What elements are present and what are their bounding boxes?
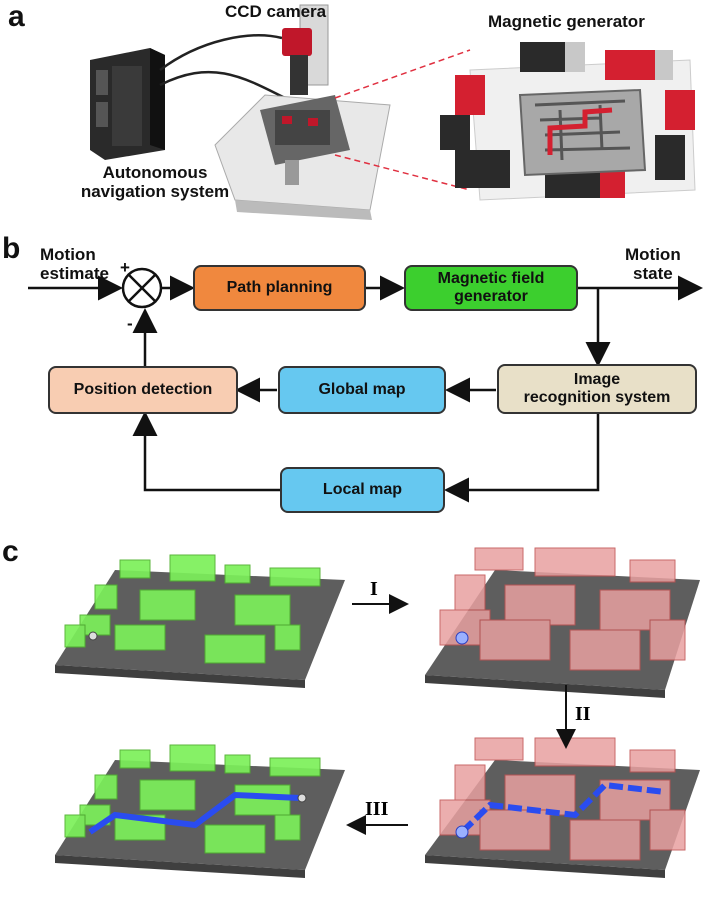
motion-estimate-label: Motion estimate — [40, 245, 109, 283]
image-rec-label-line2: recognition system — [523, 389, 671, 406]
position-detection-box: Position detection — [48, 366, 238, 414]
summing-junction — [121, 267, 163, 309]
step-label-3: III — [365, 798, 389, 820]
navigation-label-line1: Autonomous — [102, 163, 208, 182]
minus-sign: - — [127, 314, 133, 333]
navigation-label-line2: navigation system — [80, 182, 230, 201]
global-map-label: Global map — [318, 381, 406, 398]
magnetic-generator-illustration — [440, 42, 696, 201]
input-label-line2: estimate — [40, 264, 109, 283]
panel-b-letter: b — [2, 232, 21, 265]
microscope-stage — [214, 4, 391, 220]
position-detection-label: Position detection — [73, 381, 213, 398]
panel-a-letter: a — [8, 0, 25, 33]
magnetic-field-generator-box: Magnetic field generator — [404, 265, 578, 311]
panel-c-letter: c — [2, 535, 19, 568]
image-recognition-box: Image recognition system — [497, 364, 697, 414]
output-label-line2: state — [633, 264, 673, 283]
mag-gen-label-line2: generator — [454, 288, 528, 305]
step-label-2: II — [575, 703, 591, 725]
magnetic-generator-label: Magnetic generator — [488, 12, 645, 31]
navigation-computer — [90, 48, 165, 160]
motion-state-label: Motion state — [625, 245, 681, 283]
input-label-line1: Motion — [40, 245, 96, 264]
navigation-system-label: Autonomous navigation system — [80, 163, 230, 201]
step-label-1: I — [370, 578, 378, 600]
maze-pink-top — [425, 547, 700, 698]
image-rec-label-line1: Image — [573, 371, 621, 388]
local-map-box: Local map — [280, 467, 445, 513]
mag-gen-label-line1: Magnetic field — [437, 270, 545, 287]
path-planning-label: Path planning — [226, 279, 333, 296]
global-map-box: Global map — [278, 366, 446, 414]
plus-sign: + — [120, 258, 130, 277]
path-planning-box: Path planning — [193, 265, 366, 311]
ccd-camera-label: CCD camera — [225, 2, 327, 21]
maze-green-top — [55, 554, 345, 688]
output-label-line1: Motion — [625, 245, 681, 264]
local-map-label: Local map — [322, 481, 403, 498]
maze-green-bottom — [55, 744, 345, 878]
maze-pink-bottom — [425, 737, 700, 878]
